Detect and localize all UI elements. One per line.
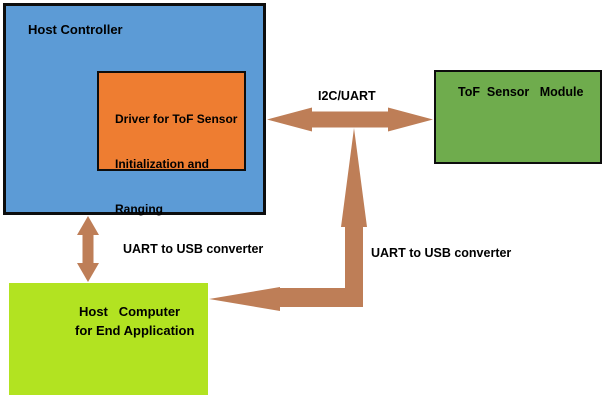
uart-usb-vertical-double-arrow-icon (77, 216, 99, 282)
driver-label-line-3: Ranging (115, 202, 163, 216)
host-controller-box: Host Controller Driver for ToF Sensor In… (3, 3, 266, 216)
tof-sensor-module-label: ToF Sensor Module (458, 85, 584, 99)
driver-label: Driver for ToF Sensor Initialization and… (115, 82, 237, 247)
uart-usb-converter-label-left: UART to USB converter (123, 242, 264, 256)
host-computer-box: Host Computer for End Application (9, 283, 208, 395)
driver-label-line-2: Initialization and (115, 157, 210, 171)
i2c-uart-double-arrow-icon (267, 107, 433, 132)
tof-sensor-module-box: ToF Sensor Module (434, 70, 602, 164)
i2c-uart-label: I2C/UART (318, 89, 376, 103)
driver-box: Driver for ToF Sensor Initialization and… (97, 71, 246, 216)
uart-usb-converter-label-right: UART to USB converter (371, 246, 512, 260)
host-computer-label-line-1: Host Computer (79, 304, 181, 319)
host-controller-label: Host Controller (28, 22, 123, 37)
host-computer-label-line-2: for End Application (75, 323, 195, 338)
driver-label-line-1: Driver for ToF Sensor (115, 112, 238, 126)
